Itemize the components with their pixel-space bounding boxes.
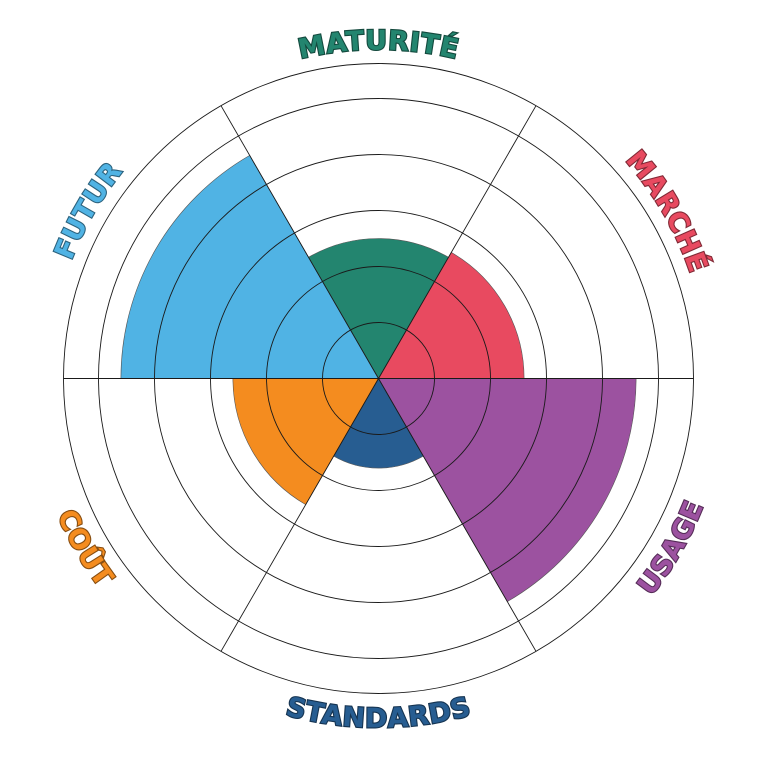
grid-spoke	[378, 378, 537, 652]
axis-label-standards: STANDARDS	[283, 692, 474, 735]
slice-marche	[377, 252, 525, 379]
grid-spoke	[220, 105, 379, 379]
grid-layer	[63, 63, 694, 694]
axis-label-maturite: MATURITÉ	[296, 25, 462, 65]
grid-spoke	[220, 378, 379, 652]
grid-spoke	[378, 105, 537, 379]
axis-label-futur: FUTUR	[49, 157, 129, 264]
slice-maturite	[308, 238, 449, 380]
slice-futur	[120, 155, 380, 379]
slice-usage	[377, 378, 637, 602]
axis-label-marche: MARCHÉ	[620, 145, 715, 277]
slice-cout	[232, 378, 380, 505]
slice-standards	[333, 377, 424, 469]
slices-layer	[120, 155, 637, 602]
axis-label-cout: COÛT	[51, 505, 119, 593]
